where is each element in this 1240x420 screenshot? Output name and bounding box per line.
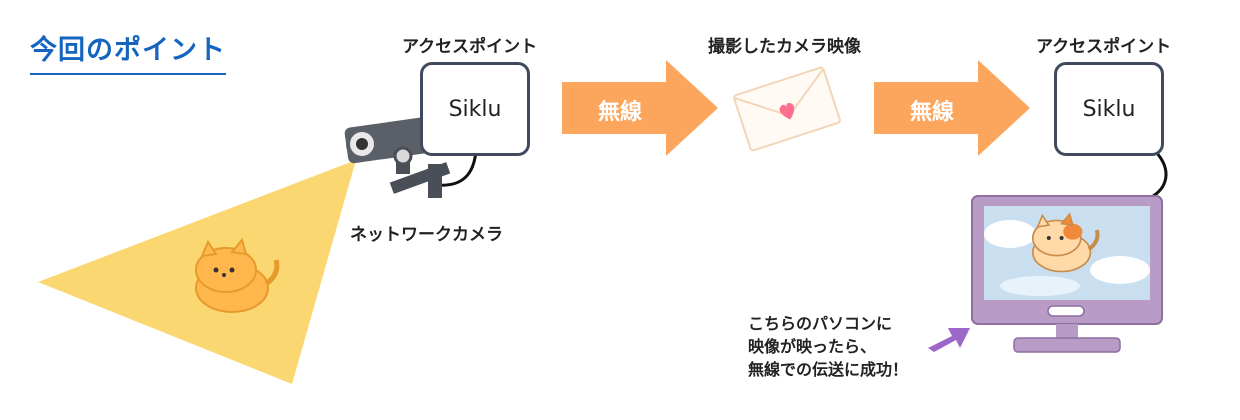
envelope-icon bbox=[733, 66, 841, 152]
access-point-left: Siklu bbox=[420, 62, 530, 156]
pc-monitor-icon bbox=[971, 195, 1163, 353]
access-point-left-device: Siklu bbox=[448, 96, 502, 122]
note-line-1: こちらのパソコンに bbox=[748, 314, 893, 333]
page-title: 今回のポイント bbox=[30, 28, 226, 75]
access-point-left-label: アクセスポイント bbox=[402, 37, 538, 57]
camera-label: ネットワークカメラ bbox=[350, 225, 503, 245]
wireless-arrow-1 bbox=[562, 60, 718, 156]
network-camera-icon bbox=[344, 117, 451, 198]
access-point-right: Siklu bbox=[1054, 62, 1164, 156]
note-line-2: 映像が映ったら、 bbox=[748, 337, 877, 356]
video-label: 撮影したカメラ映像 bbox=[708, 37, 861, 57]
wireless-arrow-2 bbox=[874, 60, 1030, 156]
success-note: こちらのパソコンに 映像が映ったら、 無線での伝送に成功！ bbox=[748, 312, 908, 381]
pc-cable bbox=[1149, 151, 1168, 200]
cat-icon bbox=[195, 237, 280, 313]
note-line-3: 無線での伝送に成功！ bbox=[748, 360, 909, 379]
wireless-label-2: 無線 bbox=[910, 100, 955, 125]
access-point-right-device: Siklu bbox=[1082, 96, 1136, 122]
wireless-label-1: 無線 bbox=[598, 100, 643, 125]
note-arrow-icon bbox=[928, 328, 970, 352]
access-point-right-label: アクセスポイント bbox=[1036, 37, 1172, 57]
